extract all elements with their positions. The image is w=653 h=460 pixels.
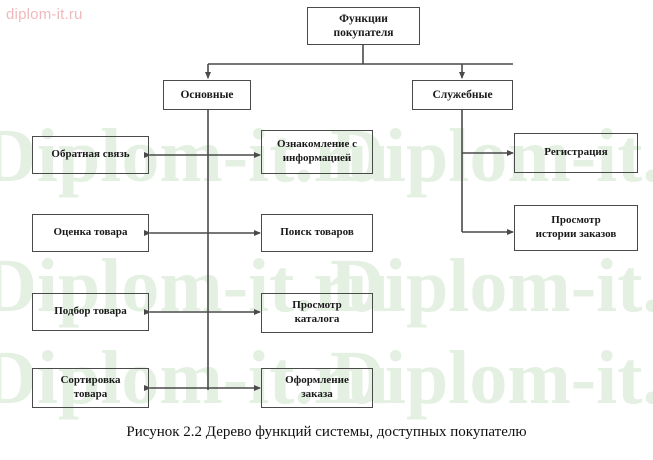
figure-caption: Рисунок 2.2 Дерево функций системы, дост… (126, 424, 527, 440)
node-feedback-label: Обратная связь (51, 148, 130, 161)
node-root[interactable]: Функции покупателя (307, 7, 420, 45)
node-order-placement[interactable]: Оформление заказа (261, 368, 373, 408)
node-information-review[interactable]: Ознакомление с информацией (261, 130, 373, 174)
node-branch-main-label: Основные (180, 88, 234, 101)
node-product-sorting-label: Сортировка товара (60, 374, 121, 400)
watermark-corner-text: diplom-it.ru (6, 6, 83, 23)
node-information-review-label: Ознакомление с информацией (276, 138, 358, 164)
node-order-history-label: Просмотр истории заказов (535, 214, 617, 240)
node-product-rating[interactable]: Оценка товара (32, 214, 149, 252)
node-product-selection-label: Подбор товара (54, 305, 127, 318)
node-branch-service-label: Служебные (432, 88, 493, 101)
node-registration[interactable]: Регистрация (514, 133, 638, 173)
node-branch-service[interactable]: Служебные (412, 80, 513, 110)
node-registration-label: Регистрация (544, 146, 608, 159)
node-branch-main[interactable]: Основные (163, 80, 251, 110)
node-catalog-view-label: Просмотр каталога (292, 299, 342, 325)
node-product-selection[interactable]: Подбор товара (32, 293, 149, 331)
node-product-rating-label: Оценка товара (53, 226, 128, 239)
node-product-search-label: Поиск товаров (280, 226, 354, 239)
node-root-label: Функции покупателя (333, 12, 394, 39)
node-order-history[interactable]: Просмотр истории заказов (514, 205, 638, 251)
node-catalog-view[interactable]: Просмотр каталога (261, 293, 373, 333)
node-product-search[interactable]: Поиск товаров (261, 214, 373, 252)
node-feedback[interactable]: Обратная связь (32, 136, 149, 174)
node-product-sorting[interactable]: Сортировка товара (32, 368, 149, 408)
node-order-placement-label: Оформление заказа (285, 374, 349, 400)
